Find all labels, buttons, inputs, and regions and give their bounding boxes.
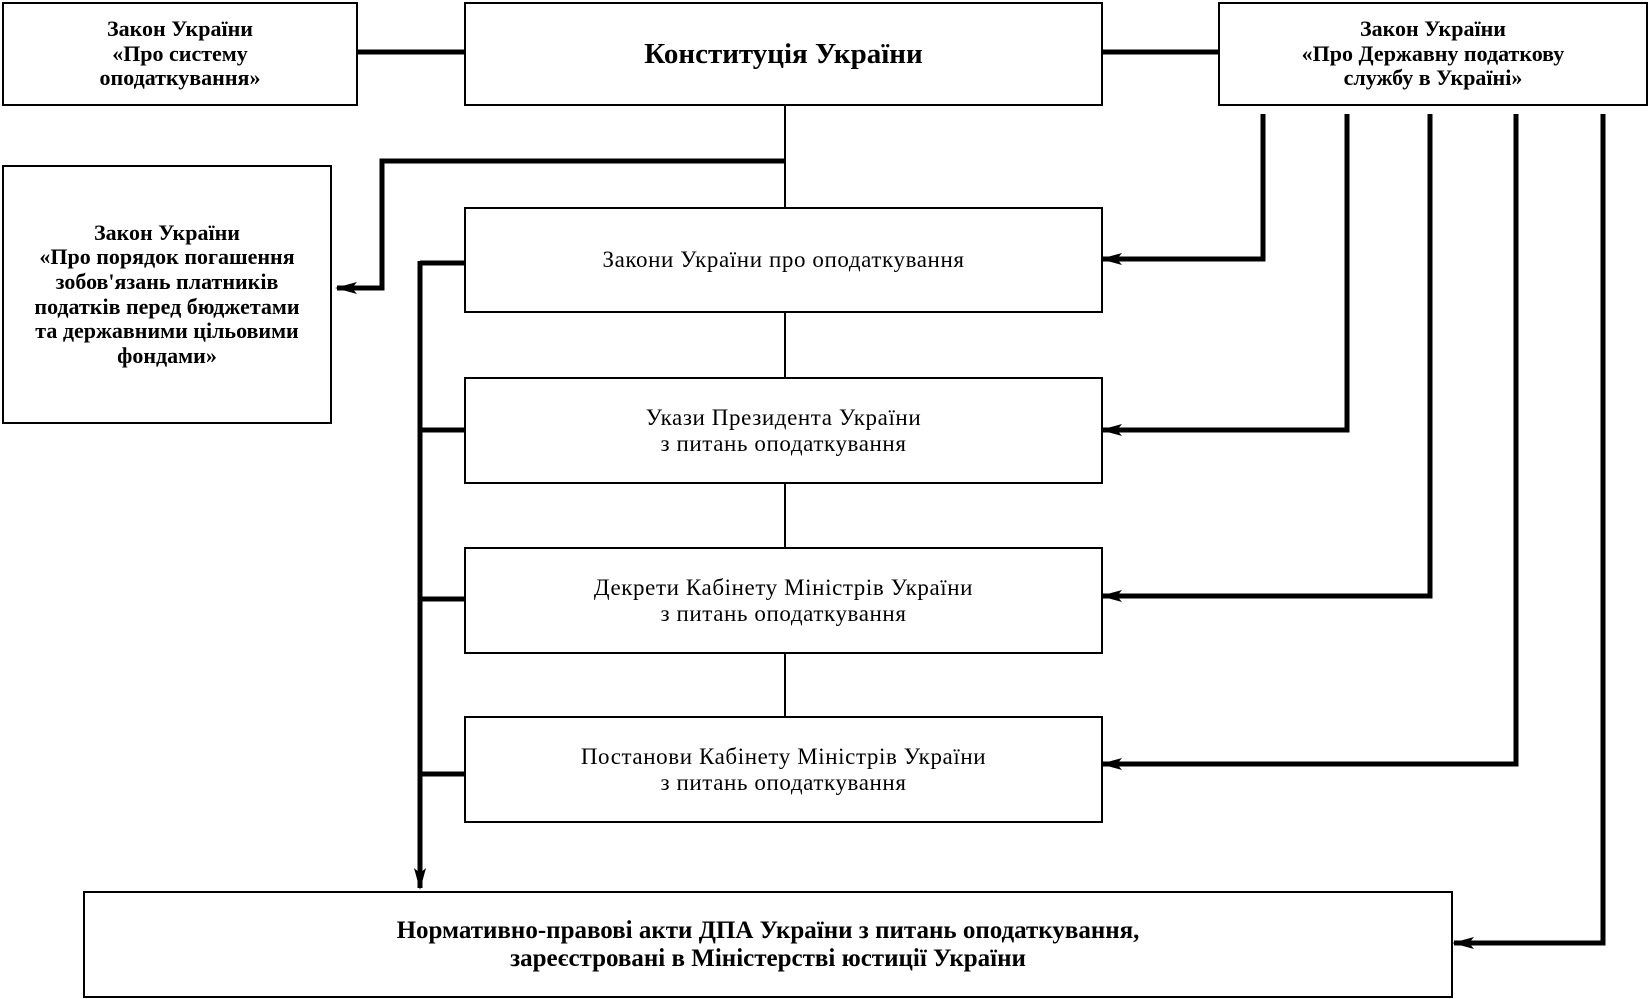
law-tax-service-box: Закон України «Про Державну податкову сл…	[1218, 2, 1648, 106]
laws-taxation-line-1: Закони України про оподаткування	[602, 247, 965, 273]
law-debt-line-2: «Про порядок погашення	[39, 244, 295, 270]
cabinet-decrees-box: Декрети Кабінету Міністрів України з пит…	[464, 547, 1103, 654]
laws-taxation-box: Закони України про оподаткування	[464, 207, 1103, 313]
law-tax-system-line-2: «Про систему	[112, 40, 248, 66]
law-tax-system-line-1: Закон України	[107, 16, 253, 42]
law-debt-repayment-box: Закон України «Про порядок погашення зоб…	[2, 165, 332, 424]
cabinet-decrees-line-2: з питань оподаткування	[660, 600, 907, 626]
presidential-decrees-line-2: з питань оподаткування	[660, 430, 907, 456]
cabinet-decrees-line-1: Декрети Кабінету Міністрів України	[593, 574, 974, 600]
constitution-title: Конституція України	[644, 37, 923, 70]
law-tax-service-line-2: «Про Державну податкову	[1301, 40, 1565, 66]
presidential-decrees-line-1: Укази Президента України	[645, 404, 922, 430]
constitution-box: Конституція України	[464, 2, 1103, 106]
law-tax-system-line-3: оподаткування»	[99, 65, 261, 91]
dpa-acts-line-1: Нормативно-правові акти ДПА України з пи…	[396, 916, 1140, 944]
law-tax-service-line-1: Закон України	[1360, 16, 1506, 42]
arrow-right-to-dpa	[1452, 114, 1606, 949]
cabinet-resolutions-box: Постанови Кабінету Міністрів України з п…	[464, 716, 1103, 823]
law-debt-line-6: фондами»	[117, 342, 217, 368]
cabinet-resolutions-line-2: з питань оподаткування	[660, 769, 907, 795]
law-tax-service-line-3: службу в Україні»	[1343, 65, 1523, 91]
law-debt-line-1: Закон України	[94, 219, 240, 245]
presidential-decrees-box: Укази Президента України з питань оподат…	[464, 377, 1103, 484]
cabinet-resolutions-line-1: Постанови Кабінету Міністрів України	[580, 743, 987, 769]
arrow-right-to-decrees-cabinet	[1100, 114, 1433, 602]
dpa-acts-line-2: зареєстровані в Міністерстві юстиції Укр…	[510, 944, 1026, 972]
law-tax-system-box: Закон України «Про систему оподаткування…	[2, 2, 358, 106]
arrow-to-left-law	[335, 158, 785, 294]
dpa-normative-acts-box: Нормативно-правові акти ДПА України з пи…	[83, 891, 1453, 998]
law-debt-line-5: та державними цільовими	[35, 318, 299, 344]
arrow-right-to-laws	[1100, 114, 1266, 265]
arrow-right-to-resolutions	[1100, 114, 1519, 770]
law-debt-line-4: податків перед бюджетами	[34, 293, 300, 319]
arrow-right-to-decrees-president	[1100, 114, 1350, 436]
law-debt-line-3: зобов'язань платників	[55, 268, 279, 294]
